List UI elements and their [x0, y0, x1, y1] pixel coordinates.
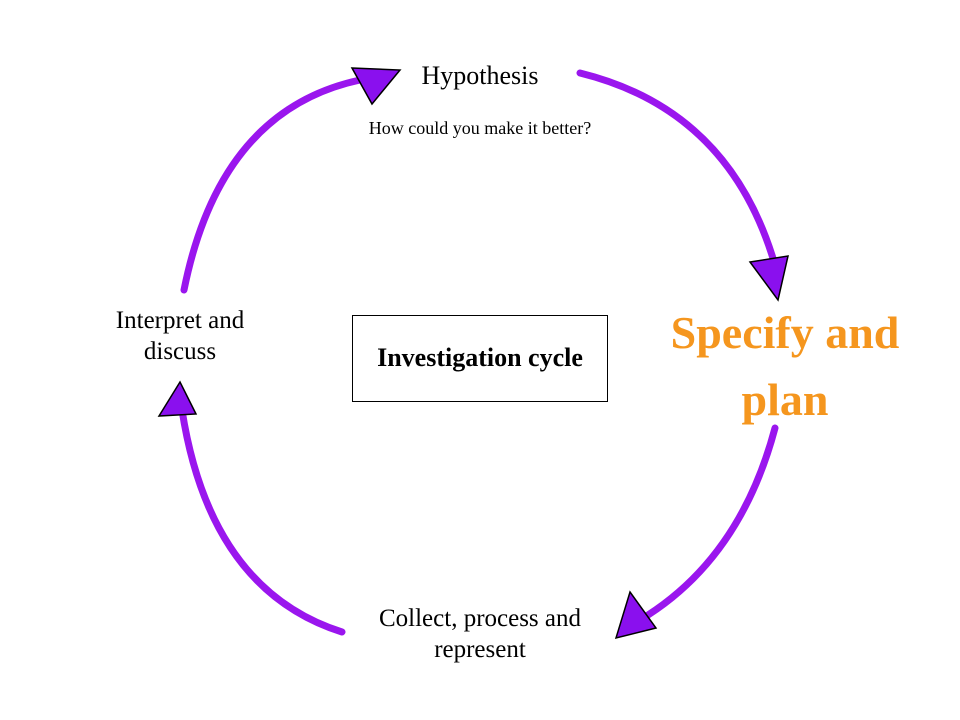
arrow-up-right-icon [350, 67, 402, 106]
arrow-down-left-icon [614, 590, 658, 640]
arc-top-right [576, 69, 779, 269]
arc-bottom-right [636, 424, 779, 624]
arc-top-left [180, 76, 364, 294]
arc-bottom-left [178, 406, 346, 636]
stage-hypothesis: Hypothesis [421, 61, 539, 90]
investigation-cycle-label: Investigation cycle [377, 343, 583, 373]
stage-specify-and-plan: Specify and plan [670, 307, 900, 425]
arrow-up-icon [157, 380, 198, 417]
stage-interpret-and-discuss: Interpret and discuss [115, 307, 245, 366]
hypothesis-prompt: How could you make it better? [368, 118, 592, 138]
stage-collect-process-represent: Collect, process and represent [378, 605, 582, 664]
arrow-down-icon [748, 255, 789, 302]
investigation-cycle-box: Investigation cycle [352, 315, 608, 402]
